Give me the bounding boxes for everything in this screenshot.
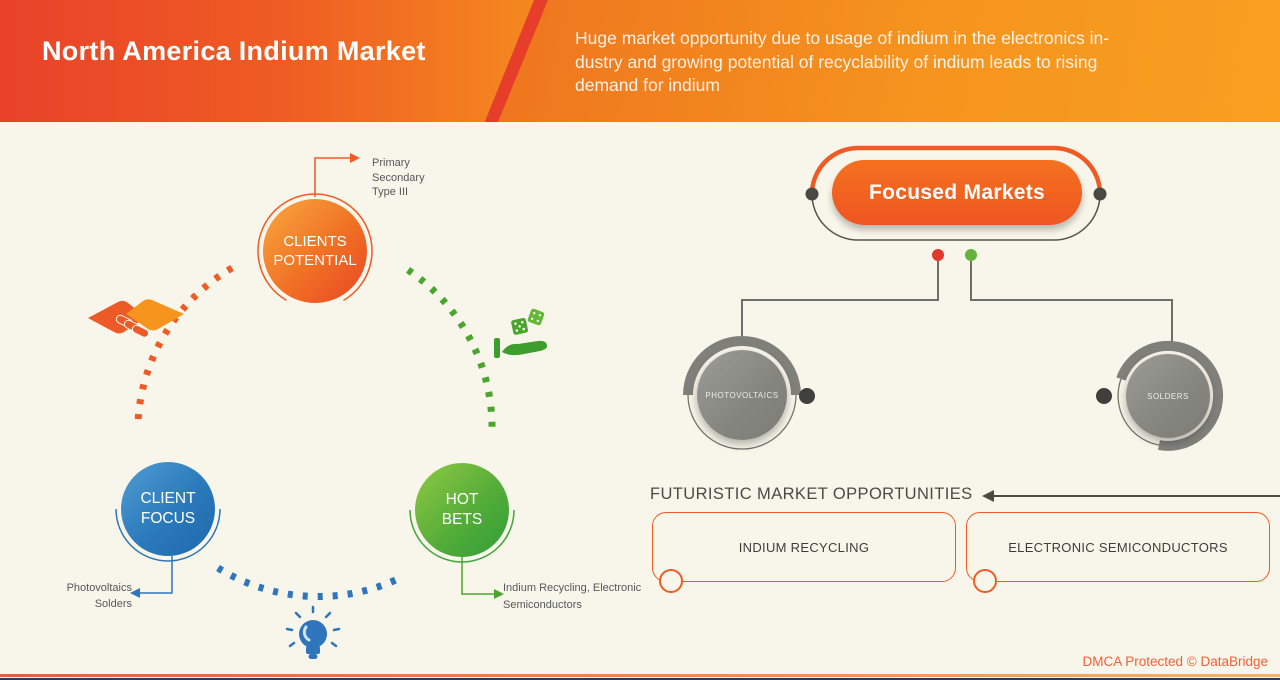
ring-client-focus [115,508,221,562]
pill-left-dot [805,187,819,201]
futuristic-heading: FUTURISTIC MARKET OPPORTUNITIES [650,485,973,503]
red-dot [932,249,944,261]
pill-right-dot [1093,187,1107,201]
bottom-orange-rule [0,674,1280,677]
solders-side-dot [1096,388,1112,404]
note-hot-bets: Indium Recycling, Electronic Semiconduct… [503,582,642,611]
node-hot-bets: HOT BETS [415,463,509,557]
arrow-right-icon [494,589,504,599]
focused-markets-pill: Focused Markets [832,160,1082,225]
opportunity-box-indium-recycling: INDIUM RECYCLING [652,512,956,593]
arc-solders-thin [1117,378,1160,446]
lightbulb-icon [285,605,341,659]
dmca-watermark: DMCA Protected © DataBridge [1082,654,1268,669]
header-banner: North America Indium Market Huge market … [0,0,1280,122]
dotted-arc-green [406,267,496,431]
arrow-left-icon [130,588,140,598]
node-client-focus: CLIENT FOCUS [121,462,215,556]
pill-outline-top [809,145,1103,195]
opportunity-label: INDIUM RECYCLING [738,539,870,555]
box-corner-circle-icon [659,569,683,593]
node-photovoltaics: PHOTOVOLTAICS [697,350,787,440]
opportunity-box-electronic-semiconductors: ELECTRONIC SEMICONDUCTORS [966,512,1270,593]
green-dot [965,249,977,261]
connector-clients-potential [314,153,360,197]
page-subtitle: Huge market opportunity due to usage of … [575,28,1110,95]
node-solders: SOLDERS [1126,354,1210,438]
photovoltaics-side-dot [799,388,815,404]
note-clients-potential: Primary Secondary Type III [372,157,425,198]
connector-client-focus [130,556,173,598]
arrow-right-icon [350,153,360,163]
dotted-arc-blue [216,565,402,600]
arrow-left-icon [982,490,994,502]
connector-solders [970,261,1173,342]
pill-outline-bottom [811,193,1101,241]
arc-solders-thick [1116,340,1224,451]
page-title: North America Indium Market [42,36,426,66]
handshake-icon [88,299,184,338]
arc-photovoltaics-thin [687,394,797,450]
note-client-focus: Photovoltaics Solders [66,582,132,610]
connector-hot-bets [461,557,504,599]
node-clients-potential: CLIENTS POTENTIAL [263,199,367,303]
header-right-panel [498,0,1280,122]
connector-photovoltaics [741,261,939,339]
futuristic-arrow [982,490,1280,502]
arc-photovoltaics-thick [683,336,801,396]
bottom-navy-rule [0,678,1280,680]
dice-hand-icon [494,308,548,358]
box-corner-circle-icon [973,569,997,593]
dotted-arc-orange [134,264,234,423]
opportunity-label: ELECTRONIC SEMICONDUCTORS [1008,539,1228,555]
